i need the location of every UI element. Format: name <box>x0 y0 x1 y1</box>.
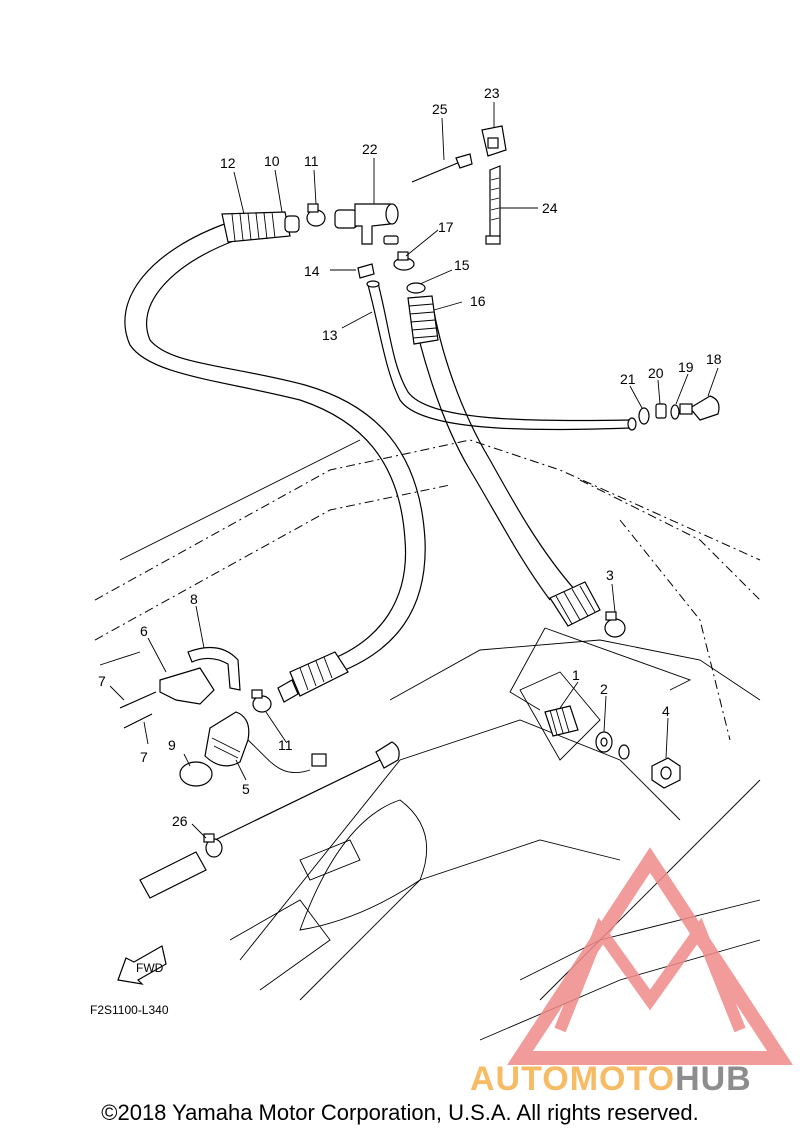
callout-8: 8 <box>190 591 198 607</box>
washer-2 <box>595 731 630 760</box>
callout-15: 15 <box>454 257 470 273</box>
cap-9 <box>179 761 213 787</box>
callout-19: 19 <box>678 359 694 375</box>
clamp-21 <box>638 407 650 425</box>
hose-13 <box>366 280 637 431</box>
washer-19 <box>670 404 680 420</box>
clamp-14 <box>357 263 375 279</box>
bracket-6 <box>159 667 215 705</box>
logo-brand-part2: HUB <box>675 1060 752 1098</box>
callout-4: 4 <box>662 703 670 719</box>
logo-m-icon <box>554 917 746 1033</box>
callout-3: 3 <box>606 567 614 583</box>
copyright-notice: ©2018 Yamaha Motor Corporation, U.S.A. A… <box>101 1100 699 1125</box>
nut-4 <box>651 757 681 789</box>
callout-9: 9 <box>168 737 176 753</box>
cable-tie-24 <box>485 165 501 245</box>
callout-2: 2 <box>600 681 608 697</box>
pump-5 <box>204 711 327 774</box>
callout-22: 22 <box>362 141 378 157</box>
clamp-3 <box>604 611 626 638</box>
callout-24: 24 <box>542 200 558 216</box>
callout-7a: 7 <box>98 673 106 689</box>
clamp-11-upper <box>306 203 326 227</box>
hose-left-loop <box>124 211 426 703</box>
logo-brand-part1: AUTOMOTO <box>470 1060 675 1098</box>
clip-8 <box>187 646 241 691</box>
callout-13: 13 <box>322 327 338 343</box>
fitting-18 <box>679 395 720 421</box>
watermark-logo: AUTOMOTOHUB <box>470 847 793 1098</box>
callout-25: 25 <box>432 101 448 117</box>
callout-1: 1 <box>572 667 580 683</box>
callout-20: 20 <box>648 365 664 381</box>
screw-7 <box>119 691 157 729</box>
callout-labels: 1 2 3 4 5 6 7 7 8 9 10 11 11 12 13 14 15… <box>98 85 722 829</box>
callout-16: 16 <box>470 293 486 309</box>
hose-16 <box>406 282 601 627</box>
leader-lines <box>109 102 719 839</box>
callout-14: 14 <box>304 263 320 279</box>
callout-11b: 11 <box>278 737 293 753</box>
holder-23 <box>481 125 507 157</box>
clamp-26 <box>139 741 400 899</box>
callout-7b: 7 <box>140 749 148 765</box>
callout-11a: 11 <box>304 153 319 169</box>
callout-10: 10 <box>264 153 280 169</box>
callout-23: 23 <box>484 85 500 101</box>
callout-17: 17 <box>438 219 454 235</box>
hull-outline <box>94 439 761 1041</box>
leader-box <box>509 627 692 711</box>
clamp-17 <box>393 251 415 271</box>
figure-code: F2S1100-L340 <box>90 1003 169 1017</box>
fitting-1 <box>544 705 579 737</box>
callout-18: 18 <box>706 351 722 367</box>
nut-20 <box>655 403 667 419</box>
fwd-label: FWD <box>136 961 164 975</box>
callout-26: 26 <box>172 813 188 829</box>
callout-12: 12 <box>220 155 236 171</box>
callout-21: 21 <box>620 371 636 387</box>
rivet-25 <box>411 153 473 183</box>
svg-text:AUTOMOTOHUB: AUTOMOTOHUB <box>470 1060 752 1098</box>
callout-6: 6 <box>140 623 148 639</box>
elbow-fitting-22 <box>334 203 399 245</box>
fwd-arrow: FWD <box>117 945 167 985</box>
callout-5: 5 <box>242 781 250 797</box>
clamp-11-lower <box>251 689 272 713</box>
